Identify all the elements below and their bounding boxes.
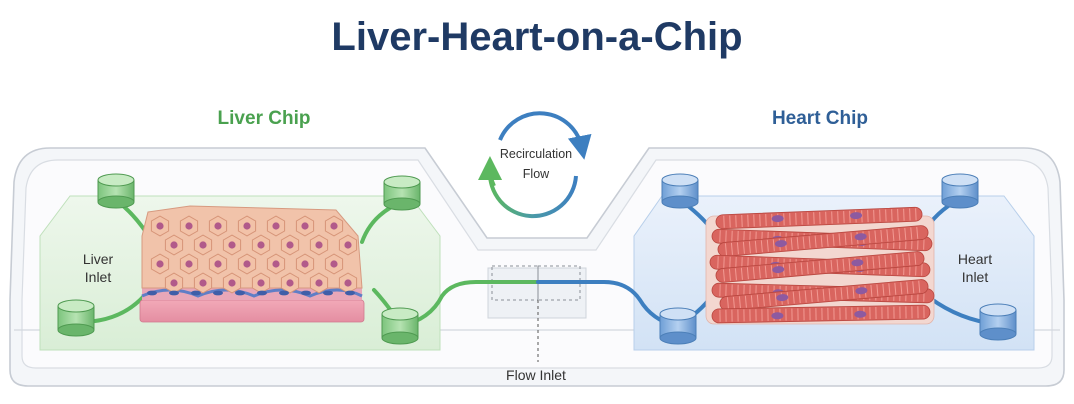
liver-port-top-left (97, 173, 135, 209)
endothelial-cell (323, 290, 333, 296)
hepatocyte-nucleus (199, 279, 207, 287)
hepatocyte-nucleus (344, 241, 352, 249)
endothelial-cell (257, 290, 267, 296)
page-title: Liver-Heart-on-a-Chip (331, 15, 742, 59)
heart-chip-heading: Heart Chip (772, 108, 868, 129)
cardiomyocyte-nucleus (776, 294, 789, 302)
hepatocyte-nucleus (156, 260, 164, 268)
liver-port-bottom-left (57, 299, 95, 337)
endothelial-cell (169, 290, 179, 296)
connecting-channel (487, 267, 587, 319)
cardiomyocyte-fiber (715, 206, 923, 230)
endothelial-cell (279, 290, 289, 296)
hepatocyte-nucleus (257, 241, 265, 249)
heart-inlet-label-line2: Inlet (962, 269, 989, 285)
heart-port-top-left (661, 173, 699, 209)
heart-port-top-right (941, 173, 979, 209)
cardiomyocyte-fiber (719, 279, 929, 311)
cardiomyocyte-nucleus (850, 212, 863, 220)
hepatocyte-nucleus (330, 222, 338, 230)
hepatocyte-nucleus (243, 222, 251, 230)
hepatocyte-nucleus (286, 279, 294, 287)
hepatocyte-nucleus (272, 222, 280, 230)
hepatocyte-nucleus (156, 222, 164, 230)
hepatocyte-nucleus (315, 241, 323, 249)
cardiomyocyte-nucleus (774, 240, 787, 248)
recirculation-label-line1: Recirculation (500, 147, 572, 161)
liver-port-bottom-right (381, 307, 419, 345)
cardiomyocyte-fiber (711, 304, 931, 324)
hepatocyte-nucleus (301, 222, 309, 230)
cardiomyocyte-nucleus (854, 233, 867, 241)
liver-inlet-label-line2: Inlet (85, 269, 112, 285)
cardiomyocyte-fiber (715, 251, 925, 283)
hepatocyte-nucleus (243, 260, 251, 268)
recirculation-label-line2: Flow (523, 167, 550, 181)
cardiomyocyte-nucleus (851, 259, 864, 267)
liver-port-top-right (383, 175, 421, 211)
liver-chip-heading: Liver Chip (218, 108, 311, 129)
cardiomyocyte-nucleus (771, 312, 784, 320)
hepatocyte-nucleus (228, 279, 236, 287)
hepatocyte-nucleus (170, 241, 178, 249)
hepatocyte-nucleus (344, 279, 352, 287)
hepatocyte-nucleus (301, 260, 309, 268)
hepatocyte-grid (147, 215, 358, 296)
heart-port-bottom-right (979, 303, 1017, 341)
hepatocyte-nucleus (199, 241, 207, 249)
flow-inlet-label: Flow Inlet (506, 367, 566, 383)
hepatocyte-nucleus (315, 279, 323, 287)
cardiomyocyte-fibers (709, 206, 935, 324)
recirculation-arrows (478, 111, 592, 219)
hepatocyte-nucleus (185, 260, 193, 268)
hepatocyte-nucleus (286, 241, 294, 249)
cardiomyocyte-nucleus (771, 215, 784, 223)
endothelial-cell (345, 290, 355, 296)
cardiomyocyte-nucleus (855, 287, 868, 295)
endothelial-cell (301, 290, 311, 296)
cardiomyocyte-nucleus (772, 266, 785, 274)
heart-port-bottom-left (659, 307, 697, 345)
hepatocyte-nucleus (185, 222, 193, 230)
heart-inlet-label-line1: Heart (958, 251, 992, 267)
hepatocyte-nucleus (170, 279, 178, 287)
endothelial-cell (235, 290, 245, 296)
hepatocyte-nucleus (330, 260, 338, 268)
endothelial-cell (213, 290, 223, 296)
hepatocyte-nucleus (214, 260, 222, 268)
cardiomyocyte-nucleus (854, 310, 867, 318)
hepatocyte-nucleus (257, 279, 265, 287)
endothelial-cell (147, 290, 157, 296)
hepatocyte-nucleus (228, 241, 236, 249)
hepatocyte-nucleus (272, 260, 280, 268)
hepatocyte-nucleus (214, 222, 222, 230)
endothelial-cell (191, 290, 201, 296)
liver-inlet-label-line1: Liver (83, 251, 114, 267)
cardiomyocyte-fiber (717, 225, 929, 257)
